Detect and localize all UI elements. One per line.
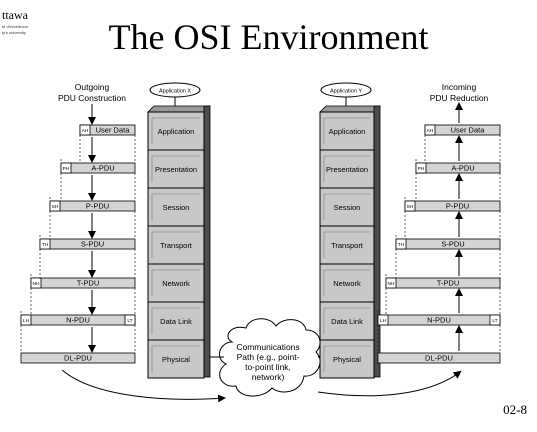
right-layer-label: Data Link <box>331 317 363 326</box>
right-layer-label: Transport <box>331 241 364 250</box>
right-pdu-header-label: NH <box>388 281 395 287</box>
right-pdu-label: P-PDU <box>446 202 469 211</box>
left-pdu-label: T-PDU <box>77 279 100 288</box>
right-layer-label: Physical <box>333 355 361 364</box>
logo-small-2: ty's university <box>2 30 26 35</box>
right-pdu-label: DL-PDU <box>425 354 453 363</box>
right-heading-2: PDU Reduction <box>430 93 489 103</box>
right-pdu-box <box>377 352 501 364</box>
left-pdu-header-box <box>39 238 51 250</box>
left-layer-label: Physical <box>162 355 190 364</box>
left-layer-label: Application <box>158 127 195 136</box>
right-pdu-header-box <box>424 124 436 136</box>
logo-text: ttawa <box>2 8 28 22</box>
right-pdu-label: N-PDU <box>427 316 451 325</box>
right-pdu-header-label: SH <box>407 204 414 210</box>
right-heading-1: Incoming <box>442 82 477 92</box>
left-layer-label: Session <box>163 203 190 212</box>
left-stack-side <box>203 105 211 378</box>
right-pdu-label: A-PDU <box>451 164 474 173</box>
right-layer-stack: ApplicationPresentationSessionTransportN… <box>319 105 381 379</box>
right-pdu-header-label: AH <box>427 128 434 134</box>
left-pdu-label: User Data <box>96 126 131 135</box>
left-pdu-header-box <box>20 314 32 326</box>
left-pdu-label: N-PDU <box>66 316 90 325</box>
right-layer-label: Application <box>329 127 366 136</box>
comm-path-line-1: Communications <box>236 342 299 352</box>
communications-cloud <box>218 318 321 397</box>
left-layer-label: Transport <box>160 241 193 250</box>
left-pdu-header-label: TH <box>42 242 49 248</box>
application-y-label: Application Y <box>330 89 362 95</box>
left-layer-label: Presentation <box>155 165 197 174</box>
page-number: 02-8 <box>503 402 527 417</box>
right-layer-label: Presentation <box>326 165 368 174</box>
logo: ttawa <box>2 8 28 23</box>
left-pdu-header-box <box>30 277 42 289</box>
left-pdu-header-label: SH <box>52 204 59 210</box>
right-stack-side <box>373 105 381 378</box>
right-pdu-header-box <box>415 162 427 174</box>
left-pdu-header-label: PH <box>63 166 70 172</box>
comm-path-line-2: Path (e.g., point- <box>237 352 300 362</box>
right-pdu-trailer-label: LT <box>492 318 497 324</box>
left-pdu-header-box <box>49 200 61 212</box>
outgoing-curve-arrow <box>61 369 226 403</box>
right-pdu-label: User Data <box>451 126 486 135</box>
comm-path-line-3: to-point link, <box>245 362 291 372</box>
left-pdu-header-box <box>79 124 91 136</box>
left-layer-label: Network <box>162 279 190 288</box>
comm-path-line-4: network) <box>252 372 285 382</box>
right-pdu-header-label: PH <box>418 166 425 172</box>
right-pdu-header-box <box>404 200 416 212</box>
left-stack-top <box>147 105 211 113</box>
logo-small-1: té d'excellence <box>2 24 29 29</box>
left-heading-2: PDU Construction <box>58 93 126 103</box>
left-layer-label: Data Link <box>160 317 192 326</box>
right-layer-label: Session <box>334 203 361 212</box>
right-pdu-header-box <box>385 277 397 289</box>
left-heading-1: Outgoing <box>75 82 110 92</box>
left-layer-stack: ApplicationPresentationSessionTransportN… <box>147 105 211 379</box>
left-pdu-header-label: AH <box>82 128 89 134</box>
left-pdu-box <box>20 352 136 364</box>
slide-title: The OSI Environment <box>108 17 429 57</box>
right-pdu-header-box <box>377 314 389 326</box>
right-pdu-label: S-PDU <box>441 240 464 249</box>
incoming-curve-arrow <box>317 370 462 397</box>
right-pdu-header-label: TH <box>398 242 405 248</box>
right-pdu-header-label: LH <box>380 318 387 324</box>
left-pdu-trailer-label: LT <box>127 318 132 324</box>
left-pdu-trailer-box <box>124 314 136 326</box>
right-stack-top <box>319 105 381 113</box>
left-layer-box <box>147 339 205 379</box>
left-pdu-label: S-PDU <box>81 240 104 249</box>
right-pdu-label: T-PDU <box>437 279 460 288</box>
left-pdu-header-label: NH <box>33 281 40 287</box>
left-pdu-header-label: LH <box>23 318 30 324</box>
right-layer-label: Network <box>333 279 361 288</box>
left-pdu-label: DL-PDU <box>64 354 92 363</box>
left-pdu-label: P-PDU <box>86 202 109 211</box>
right-pdu-trailer-box <box>489 314 501 326</box>
left-pdu-header-box <box>60 162 72 174</box>
application-x-label: Application X <box>159 89 191 95</box>
left-pdu-label: A-PDU <box>91 164 114 173</box>
right-pdu-header-box <box>395 238 407 250</box>
